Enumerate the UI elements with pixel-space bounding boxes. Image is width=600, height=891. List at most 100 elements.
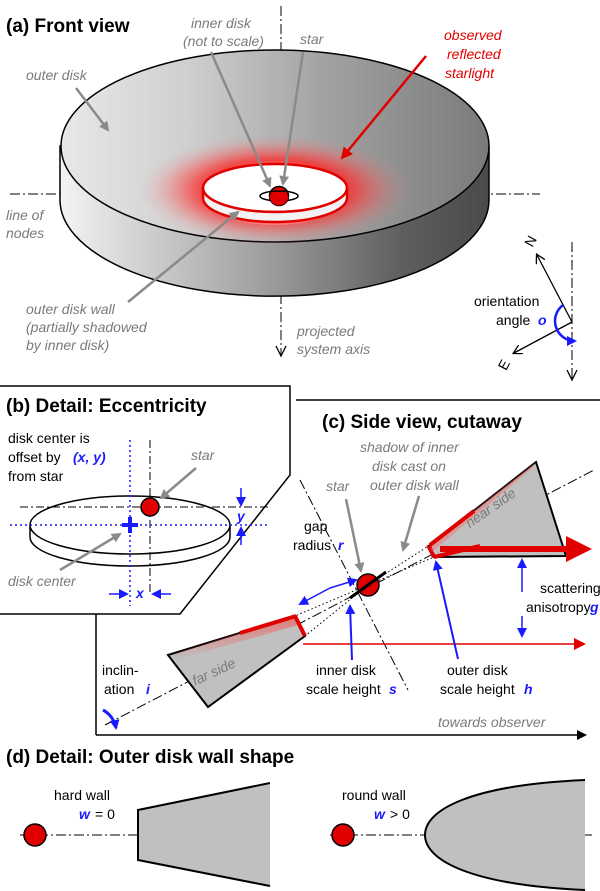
dot-line-far-lower — [304, 584, 369, 637]
towards-observer-label: towards observer — [438, 714, 547, 730]
east-arrow — [514, 321, 573, 353]
outer-height-label-2: scale height — [440, 681, 515, 697]
far-side-edge-red — [293, 615, 307, 637]
star-label-c: star — [326, 478, 351, 494]
observed-pointer — [340, 55, 427, 160]
observed-label-2: reflected — [447, 46, 502, 62]
inclination-arc — [102, 708, 120, 730]
hard-wall-shape — [137, 782, 271, 887]
scattering-arrowhead-big — [566, 536, 592, 562]
star-axis-line — [299, 479, 409, 691]
wall-label-3: by inner disk) — [26, 337, 109, 353]
projected-label-1: projected — [296, 323, 356, 339]
shadow-label-2: disk cast on — [372, 458, 446, 474]
east-label: E — [494, 357, 513, 373]
shadow-label-3: outer disk wall — [370, 477, 460, 493]
near-side-top-red — [428, 509, 476, 547]
panel-frames — [0, 385, 600, 735]
scattering-label-1: scattering — [540, 580, 600, 596]
y-offset-label: y — [236, 508, 246, 524]
outer-height-label-1: outer disk — [447, 662, 509, 678]
far-side-wedge — [166, 614, 307, 709]
outer-height-var: h — [524, 681, 533, 697]
star-pointer-b — [159, 467, 197, 500]
star-label-a: star — [300, 31, 325, 47]
inner-height-pointer — [345, 604, 356, 661]
angle-label: angle — [496, 312, 530, 328]
north-arrow — [537, 255, 573, 323]
orientation-label: orientation — [474, 293, 539, 309]
inner-height-var: s — [389, 681, 397, 697]
panel-b-border — [0, 385, 291, 615]
radius-var: r — [338, 537, 345, 553]
round-wall-label: round wall — [342, 787, 406, 803]
inner-disk-label-2: (not to scale) — [183, 33, 264, 49]
outer-disk-label: outer disk — [26, 67, 88, 83]
hard-wall-label: hard wall — [54, 787, 110, 803]
ecc-line-1: disk center is — [8, 430, 90, 446]
inner-disk-label-1: inner disk — [191, 15, 252, 31]
hard-wall-var: w — [79, 806, 91, 822]
round-wall-value: > 0 — [390, 806, 410, 822]
x-offset-label: x — [135, 585, 145, 601]
panel-d-title: (d) Detail: Outer disk wall shape — [6, 747, 294, 768]
inclination-var: i — [146, 681, 151, 697]
panel-c-side-view: (c) Side view, cutaway toward — [96, 412, 600, 740]
north-label: N — [521, 233, 540, 249]
projected-label-2: system axis — [297, 341, 370, 357]
star-pointer-a — [279, 51, 305, 186]
shadow-pointer — [400, 495, 421, 552]
radius-label: radius — [293, 537, 331, 553]
inclination-label-2: ation — [104, 681, 134, 697]
gap-label: gap — [304, 518, 328, 534]
far-side-top-red — [239, 614, 297, 635]
disk-center-pointer — [59, 532, 122, 572]
compass-axis-arrow — [566, 369, 578, 382]
disk-center-label: disk center — [8, 573, 77, 589]
panel-c-title: (c) Side view, cutaway — [322, 412, 522, 433]
hard-wall-value: = 0 — [95, 806, 115, 822]
ecc-line-3: from star — [8, 468, 64, 484]
round-wall-var: w — [374, 806, 386, 822]
inner-disk-c — [349, 570, 387, 600]
inner-height-label-1: inner disk — [316, 662, 377, 678]
near-side-lit-edge — [426, 544, 436, 558]
inner-disk-pointer — [209, 51, 272, 188]
observed-label-1: observed — [444, 27, 503, 43]
gap-radius-arrow-a — [298, 587, 331, 605]
shadow-label-1: shadow of inner — [360, 439, 460, 455]
scattering-label-2: anisotropy — [526, 599, 591, 615]
panel-a-front-view: (a) Front view inner disk (not to scale)… — [6, 6, 578, 382]
disk-center-marker — [122, 517, 138, 533]
ecc-line-2: offset by — [8, 449, 61, 465]
near-side-glow — [430, 462, 536, 552]
star-label-b: star — [191, 447, 216, 463]
star-b — [140, 497, 160, 517]
line-of-nodes-label-2: nodes — [6, 225, 44, 241]
dot-line-far-upper — [294, 584, 369, 617]
ecc-line-2-var: (x, y) — [73, 449, 106, 465]
inclination-label-1: inclin- — [102, 662, 139, 678]
wall-pointer — [127, 210, 240, 303]
panel-d-wall-shape: (d) Detail: Outer disk wall shape hard w… — [6, 747, 594, 891]
wall-label-2: (partially shadowed — [26, 319, 148, 335]
outer-disk-pointer — [75, 87, 110, 132]
panel-b-eccentricity: (b) Detail: Eccentricity disk center is … — [6, 396, 268, 606]
panel-b-title: (b) Detail: Eccentricity — [6, 396, 207, 417]
panel-a-title: (a) Front view — [6, 16, 130, 37]
outer-height-pointer — [432, 560, 459, 660]
observed-label-3: starlight — [445, 65, 495, 81]
star-d-round — [331, 823, 355, 847]
orientation-angle-arc — [553, 304, 577, 346]
angle-var: o — [538, 312, 547, 328]
scattering-var: g — [589, 599, 599, 615]
line-of-nodes-label-1: line of — [6, 207, 45, 223]
star-d-hard — [23, 823, 47, 847]
wall-label-1: outer disk wall — [26, 301, 116, 317]
star-pointer-c — [344, 498, 365, 573]
system-axis-arrow — [275, 345, 287, 358]
inner-height-label-2: scale height — [306, 681, 381, 697]
gap-radius-arrow-b — [329, 577, 358, 589]
round-wall-shape — [423, 779, 586, 891]
